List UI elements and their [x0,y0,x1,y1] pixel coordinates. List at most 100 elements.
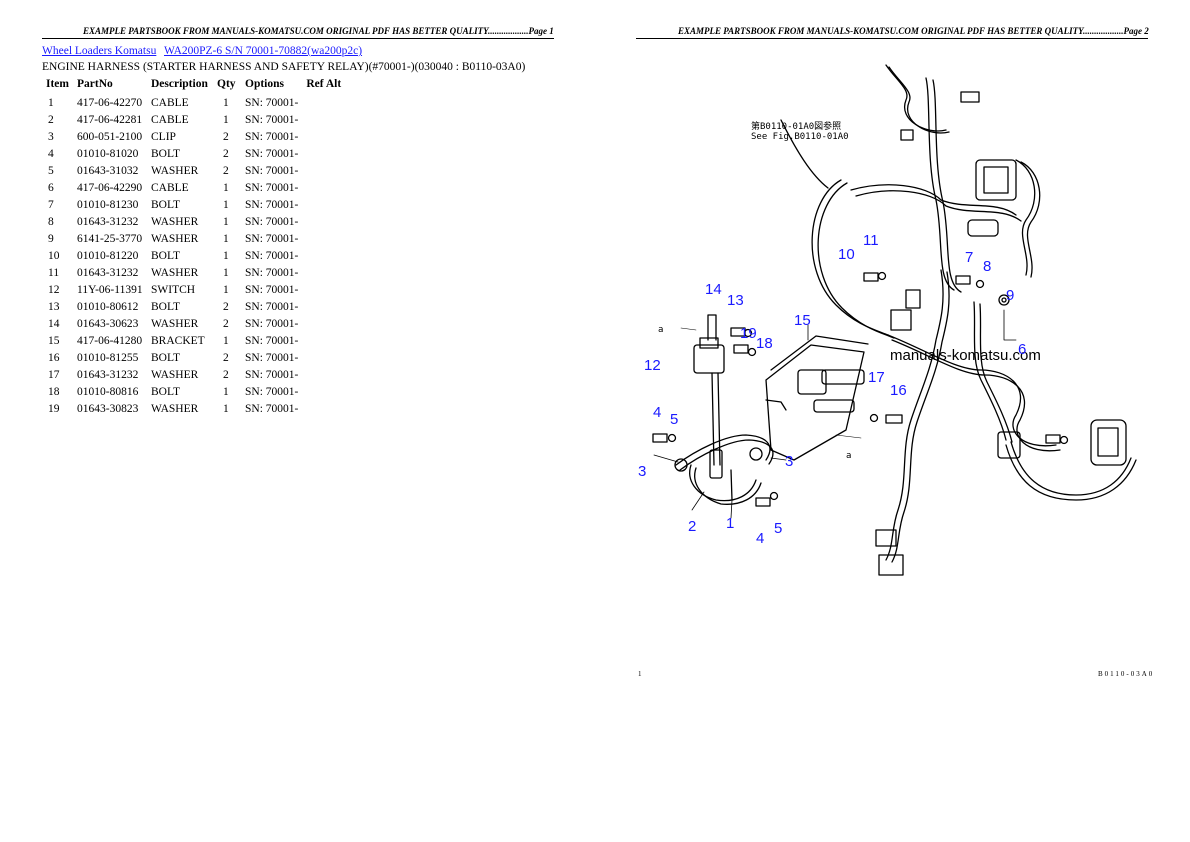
cell-item: 5 [48,164,54,177]
cell-partno: 01010-81020 [77,147,139,160]
cell-qty: 2 [223,300,229,313]
cell-item: 13 [48,300,60,313]
cell-options: SN: 70001- [245,368,299,381]
callout-5-lower: 5 [774,520,782,537]
cell-desc: CABLE [151,181,189,194]
cell-ref-alt [302,179,345,196]
breadcrumb: Wheel Loaders Komatsu WA200PZ-6 S/N 7000… [42,45,367,57]
callout-4-lower: 4 [756,530,764,547]
cell-qty: 2 [223,147,229,160]
cell-partno: 11Y-06-11391 [77,283,143,296]
callout-11: 11 [863,232,879,249]
cell-desc: WASHER [151,164,199,177]
cell-partno: 01643-30623 [77,317,139,330]
cell-ref-alt [302,264,345,281]
cell-options: SN: 70001- [245,351,299,364]
cell-qty: 1 [223,232,229,245]
cell-qty: 1 [223,385,229,398]
cell-desc: CABLE [151,113,189,126]
cell-partno: 01010-80612 [77,300,139,313]
column-header-partno: PartNo [77,78,113,90]
cell-desc: WASHER [151,215,199,228]
parts-table: Item PartNo Description Qty Options Ref … [42,77,345,417]
callout-7: 7 [965,249,973,266]
callout-8: 8 [983,258,991,275]
page-2-footer-left: 1 [638,670,642,678]
cell-options: SN: 70001- [245,215,299,228]
cell-ref-alt [302,315,345,332]
page-2-header-rule [636,38,1148,39]
callout-14: 14 [705,281,722,298]
cell-qty: 2 [223,130,229,143]
view-mark-a-right: a [846,451,851,461]
callout-17: 17 [868,369,885,386]
cell-partno: 01010-81230 [77,198,139,211]
cell-qty: 1 [223,198,229,211]
callout-15: 15 [794,312,811,329]
cell-ref-alt [302,111,345,128]
cell-options: SN: 70001- [245,402,299,415]
cell-ref-alt [302,366,345,383]
cell-item: 6 [48,181,54,194]
cell-partno: 01010-80816 [77,385,139,398]
cell-options: SN: 70001- [245,113,299,126]
cell-qty: 1 [223,283,229,296]
cell-partno: 01643-30823 [77,402,139,415]
cell-ref-alt [302,298,345,315]
cell-partno: 600-051-2100 [77,130,143,143]
cell-desc: BOLT [151,385,180,398]
cell-options: SN: 70001- [245,96,299,109]
parts-diagram: 第B0110-01A0図参照 See Fig.B0110-01A0 manual… [638,64,1137,576]
cell-item: 4 [48,147,54,160]
cell-partno: 417-06-41280 [77,334,143,347]
cell-ref-alt [302,162,345,179]
cell-item: 14 [48,317,60,330]
cell-desc: WASHER [151,368,199,381]
page-1-header: EXAMPLE PARTSBOOK FROM MANUALS-KOMATSU.C… [83,26,554,36]
callout-16: 16 [890,382,907,399]
cell-ref-alt [302,332,345,349]
callout-3-left: 3 [638,463,646,480]
cell-item: 12 [48,283,60,296]
cell-options: SN: 70001- [245,147,299,160]
cell-qty: 1 [223,266,229,279]
cell-desc: WASHER [151,402,199,415]
cell-ref-alt [302,400,345,417]
cell-qty: 1 [223,215,229,228]
cell-desc: SWITCH [151,283,196,296]
diagram-drawing [652,64,1137,576]
cell-desc: BOLT [151,300,180,313]
cell-ref-alt [302,383,345,400]
cell-qty: 1 [223,334,229,347]
cell-options: SN: 70001- [245,334,299,347]
cell-ref-alt [302,196,345,213]
cell-partno: 01643-31232 [77,368,139,381]
cell-options: SN: 70001- [245,232,299,245]
callout-10: 10 [838,246,855,263]
breadcrumb-link-category[interactable]: Wheel Loaders Komatsu [42,45,157,57]
cell-partno: 417-06-42270 [77,96,143,109]
cell-partno: 417-06-42290 [77,181,143,194]
cell-qty: 1 [223,249,229,262]
cell-item: 15 [48,334,60,347]
breadcrumb-link-model[interactable]: WA200PZ-6 S/N 70001-70882(wa200p2c) [164,45,363,57]
view-mark-a-left: a [658,325,663,335]
cell-desc: CLIP [151,130,176,143]
column-header-options: Options [245,78,284,90]
cell-item: 7 [48,198,54,211]
callout-18: 18 [756,335,773,352]
cell-ref-alt [302,94,345,111]
cell-ref-alt [302,128,345,145]
cell-ref-alt [302,247,345,264]
cell-item: 10 [48,249,60,262]
